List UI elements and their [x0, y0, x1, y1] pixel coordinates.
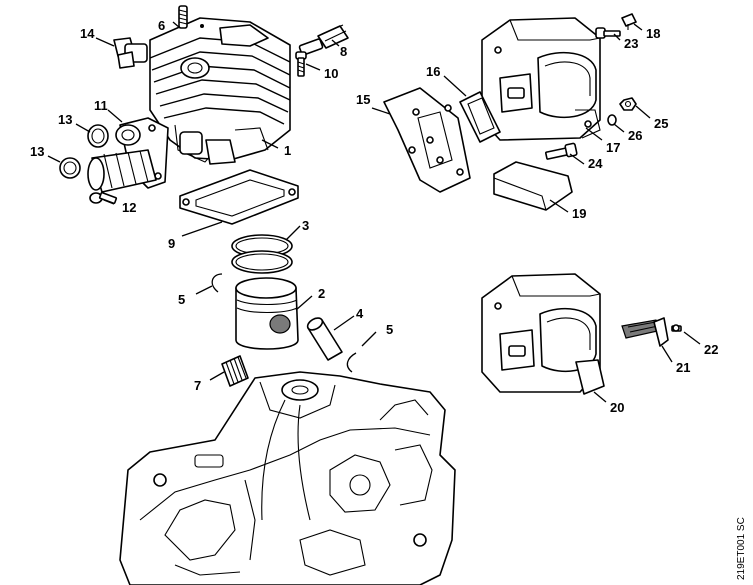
muffler-screw-upper [595, 27, 621, 39]
reference-code: 219ET001 SC [736, 517, 747, 580]
piston [235, 277, 299, 350]
callout-20: 20 [610, 400, 624, 415]
muffler-screw-lower [545, 142, 578, 160]
callout-3: 3 [302, 218, 309, 233]
washer [607, 114, 617, 126]
callout-12: 12 [122, 200, 136, 215]
callout-26: 26 [628, 128, 642, 143]
flange-screw [89, 191, 118, 205]
callout-15: 15 [356, 92, 370, 107]
callout-23: 23 [624, 36, 638, 51]
circlip-left [211, 273, 223, 293]
spring-clip [621, 13, 637, 30]
callout-9: 9 [168, 236, 175, 251]
muffler-gasket [459, 91, 501, 143]
nut [619, 97, 637, 111]
cylinder [149, 17, 291, 165]
callout-17: 17 [606, 140, 620, 155]
cylinder-gasket [179, 169, 299, 225]
piston-pin [306, 317, 343, 361]
circlip-right [346, 352, 357, 373]
callout-5-left: 5 [178, 292, 185, 307]
callout-16: 16 [426, 64, 440, 79]
callout-22: 22 [704, 342, 718, 357]
leader-lines [47, 21, 701, 403]
callout-7: 7 [194, 378, 201, 393]
heat-shield-plate [383, 87, 471, 193]
callout-10: 10 [324, 66, 338, 81]
decompression-valve [298, 24, 349, 56]
spark-deflector [621, 317, 669, 347]
muffler-lower [481, 273, 605, 395]
callout-24: 24 [588, 156, 603, 171]
callout-6: 6 [158, 18, 165, 33]
intake-boot [87, 149, 157, 193]
fitting [113, 37, 148, 69]
callout-8: 8 [340, 44, 347, 59]
callout-5-right: 5 [386, 322, 393, 337]
crankcase [119, 371, 456, 585]
callout-13-upper: 13 [58, 112, 72, 127]
o-ring-lower [59, 157, 81, 179]
callout-19: 19 [572, 206, 586, 221]
callout-11: 11 [94, 98, 108, 113]
callout-14: 14 [80, 26, 95, 41]
stud-bolt [178, 5, 188, 29]
callout-18: 18 [646, 26, 660, 41]
callout-13-lower: 13 [30, 144, 44, 159]
callout-2: 2 [318, 286, 325, 301]
callout-4: 4 [356, 306, 364, 321]
cover-plate [493, 161, 573, 211]
callout-labels: 1 2 3 4 5 5 6 7 8 9 10 11 12 13 13 14 15… [30, 18, 718, 415]
screw [295, 51, 307, 77]
callout-25: 25 [654, 116, 668, 131]
muffler-upper [481, 17, 601, 141]
needle-cage [221, 355, 249, 387]
deflector-screw [671, 324, 682, 332]
callout-21: 21 [676, 360, 690, 375]
o-ring-upper [87, 124, 109, 148]
callout-1: 1 [284, 143, 291, 158]
piston-rings [231, 234, 293, 274]
